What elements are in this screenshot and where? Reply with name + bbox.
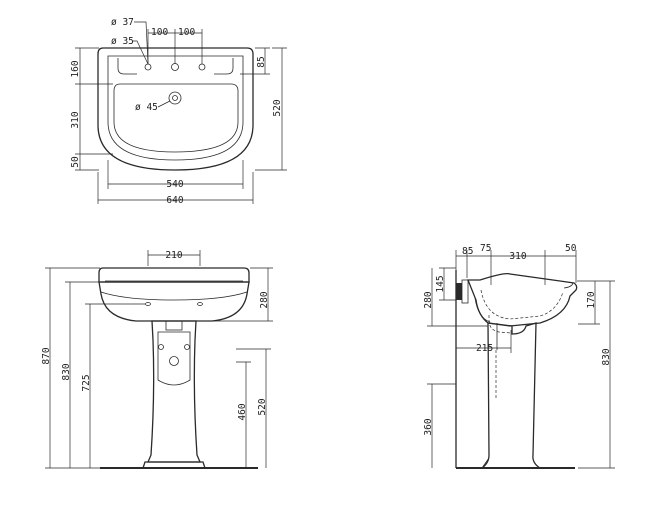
bowl-height-label: 280 bbox=[423, 291, 434, 308]
inner-width: 540 bbox=[166, 179, 183, 190]
deck-left-top bbox=[117, 58, 137, 75]
tap-hole-right bbox=[198, 63, 206, 71]
total-width: 640 bbox=[166, 195, 183, 206]
deck-right-top bbox=[214, 58, 234, 75]
side-view: 85 75 310 50 145 280 360 215 170 830 bbox=[423, 243, 615, 469]
supply-height-label: 460 bbox=[237, 403, 248, 420]
side-hole-label: ø 35 bbox=[111, 36, 134, 47]
tap-hole-label: ø 37 bbox=[111, 17, 134, 28]
tap-spacing-right-label: 100 bbox=[178, 27, 195, 38]
front-view: 210 870 830 725 280 520 460 bbox=[41, 250, 273, 469]
bowl-depth-front: 280 bbox=[259, 291, 270, 308]
deck-height-label: 145 bbox=[435, 275, 446, 292]
height-rim-label: 830 bbox=[61, 363, 72, 380]
right-deck-depth: 85 bbox=[256, 56, 267, 67]
height-waste-label: 725 bbox=[81, 374, 92, 391]
waste-hole-label: ø 45 bbox=[135, 102, 158, 113]
fixing-height-label: 360 bbox=[423, 418, 434, 435]
pedestal-height-label: 520 bbox=[257, 398, 268, 415]
waste-hole-outer bbox=[168, 91, 182, 105]
basin-outline-top bbox=[97, 47, 254, 171]
basin-rim-front bbox=[98, 267, 250, 283]
waste-hole-inner bbox=[172, 95, 178, 101]
top-view: ø 37 ø 35 ø 45 100 100 160 310 50 85 520… bbox=[70, 17, 287, 206]
tap-spacing-left-label: 100 bbox=[151, 27, 168, 38]
front-depth: 50 bbox=[70, 156, 81, 168]
waste-spacing-label: 210 bbox=[165, 250, 182, 261]
wall-bracket bbox=[456, 283, 462, 300]
lip-height-label: 170 bbox=[586, 291, 597, 308]
rim-height-label: 830 bbox=[601, 348, 612, 365]
height-total-label: 870 bbox=[41, 347, 52, 364]
basin-body-front bbox=[98, 281, 250, 322]
projection-label: 310 bbox=[509, 251, 526, 262]
wall-gap-label: 85 bbox=[462, 246, 473, 257]
basin-inner-rim-top bbox=[107, 55, 244, 161]
pedestal-side bbox=[479, 322, 543, 469]
bracket-offset-label: 75 bbox=[480, 243, 491, 254]
trap-offset-label: 215 bbox=[476, 343, 493, 354]
pedestal-panel bbox=[157, 331, 191, 386]
rear-deck-depth: 160 bbox=[70, 60, 81, 77]
basin-bowl-top bbox=[113, 83, 239, 153]
total-depth: 520 bbox=[272, 99, 283, 116]
tap-hole-left bbox=[144, 63, 152, 71]
pedestal-front bbox=[147, 320, 201, 463]
basin-side-profile bbox=[467, 272, 578, 327]
bowl-depth: 310 bbox=[70, 111, 81, 128]
front-lip-label: 50 bbox=[565, 243, 577, 254]
tap-hole-center bbox=[171, 63, 179, 71]
